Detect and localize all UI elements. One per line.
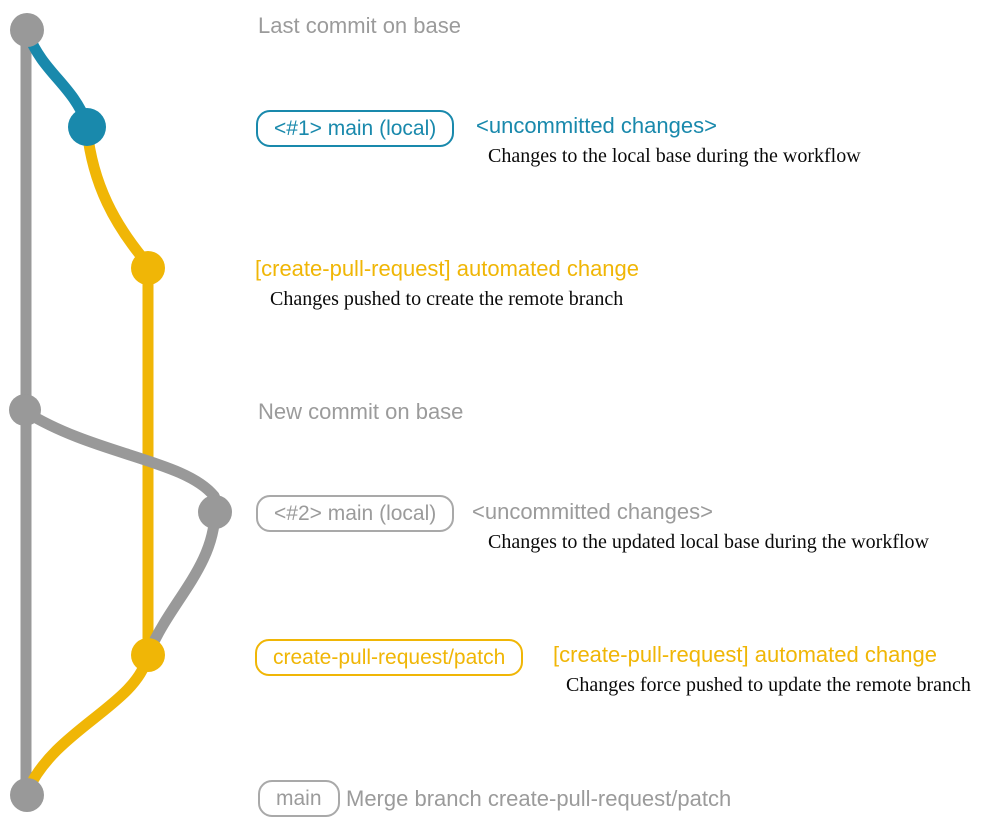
- commit-dot-automated-1: [131, 251, 165, 285]
- local-changes-edge-2: [20, 406, 222, 518]
- pull-request-branch-edge-1: [81, 124, 152, 268]
- commit-dot-uncommitted-1: [68, 108, 106, 146]
- label-automated-change-2: [create-pull-request] automated change: [553, 642, 938, 667]
- branch-badge-create-pull-request-patch: create-pull-request/patch: [255, 639, 524, 676]
- label-uncommitted-changes-2: <uncommitted changes>: [472, 499, 713, 524]
- commit-dot-new-base: [9, 394, 41, 426]
- force-push-edge: [144, 506, 221, 656]
- branch-badge-main-local-2: <#2> main (local): [256, 495, 455, 532]
- label-merge-branch-message: Merge branch create-pull-request/patch: [346, 786, 732, 811]
- commit-dot-merge: [10, 778, 44, 812]
- note-pushed-create-remote: Changes pushed to create the remote bran…: [270, 288, 624, 310]
- branch-badge-main: main: [258, 780, 340, 817]
- note-local-base-changes: Changes to the local base during the wor…: [488, 145, 861, 167]
- branch-badge-main-local-1: <#1> main (local): [256, 110, 455, 147]
- note-force-pushed-update-remote: Changes force pushed to update the remot…: [566, 674, 971, 696]
- label-last-commit-on-base: Last commit on base: [258, 13, 461, 38]
- label-uncommitted-changes-1: <uncommitted changes>: [476, 113, 717, 138]
- label-new-commit-on-base: New commit on base: [258, 399, 464, 424]
- note-updated-local-base-changes: Changes to the updated local base during…: [488, 531, 929, 553]
- commit-dot-automated-2: [131, 638, 165, 672]
- commit-dot-uncommitted-2: [198, 495, 232, 529]
- label-automated-change-1: [create-pull-request] automated change: [255, 256, 640, 281]
- commit-dot-last-base: [10, 13, 44, 47]
- merge-to-base-edge: [22, 652, 153, 796]
